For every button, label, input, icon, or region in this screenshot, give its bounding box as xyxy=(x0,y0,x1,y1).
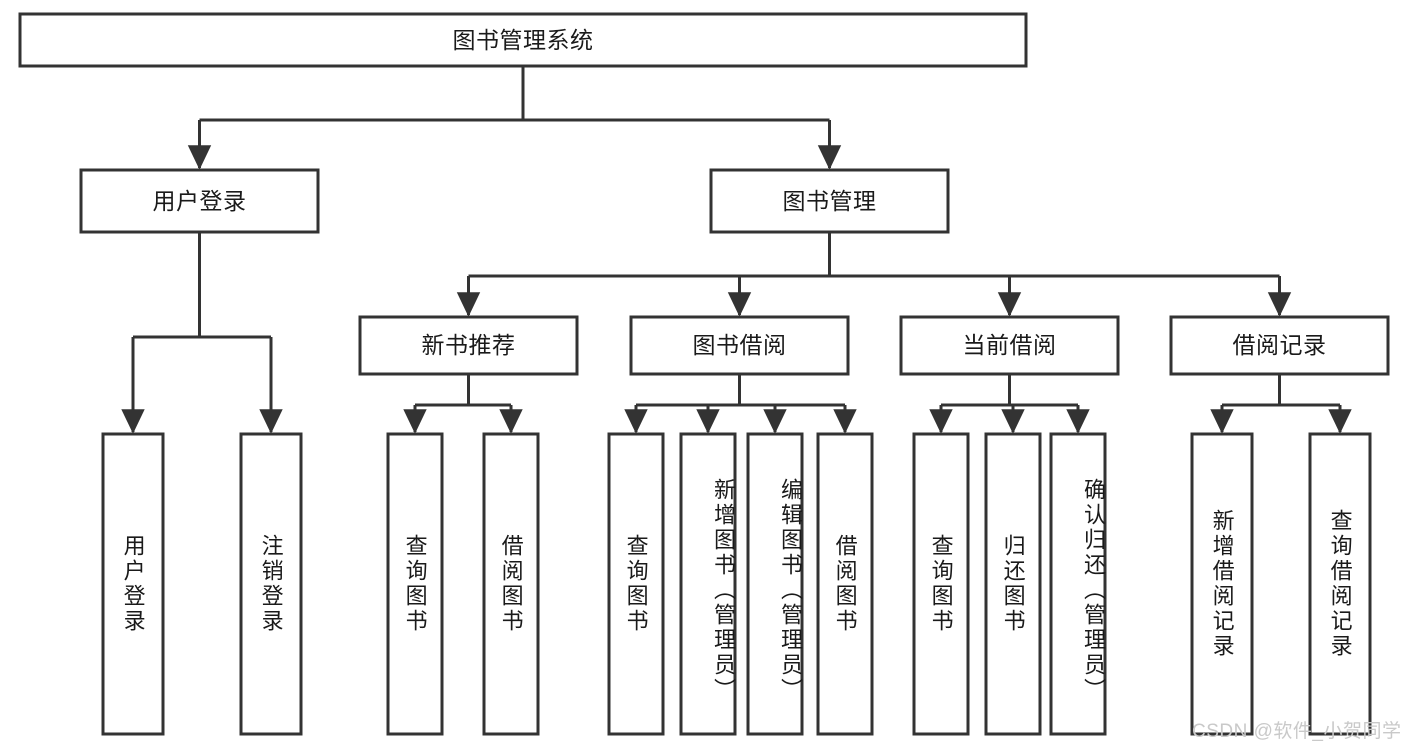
edge-layer xyxy=(121,66,1352,434)
node-box-borrow-record[interactable] xyxy=(1169,315,1390,376)
node-box-leaf-borrow-book-1[interactable] xyxy=(482,432,540,736)
node-layer xyxy=(18,12,1390,736)
node-box-leaf-add-record[interactable] xyxy=(1190,432,1254,736)
node-box-book-borrow[interactable] xyxy=(629,315,850,376)
node-box-leaf-edit-book[interactable] xyxy=(746,432,804,736)
node-box-leaf-query-book-3[interactable] xyxy=(912,432,970,736)
node-box-leaf-query-record[interactable] xyxy=(1308,432,1372,736)
node-box-leaf-confirm-return[interactable] xyxy=(1049,432,1107,736)
node-box-leaf-add-book[interactable] xyxy=(679,432,737,736)
node-box-user-login[interactable] xyxy=(79,168,320,234)
node-box-leaf-borrow-book-2[interactable] xyxy=(816,432,874,736)
node-box-book-manage[interactable] xyxy=(709,168,950,234)
node-box-new-book-rec[interactable] xyxy=(358,315,579,376)
watermark-credit: CSDN @软件_小贺同学 xyxy=(1192,721,1402,742)
node-box-leaf-return-book[interactable] xyxy=(984,432,1042,736)
node-box-leaf-user-login[interactable] xyxy=(101,432,165,736)
node-box-leaf-query-book-2[interactable] xyxy=(607,432,665,736)
node-box-leaf-query-book-1[interactable] xyxy=(386,432,444,736)
node-box-root[interactable] xyxy=(18,12,1028,68)
node-box-current-borrow[interactable] xyxy=(899,315,1120,376)
node-box-leaf-logout[interactable] xyxy=(239,432,303,736)
